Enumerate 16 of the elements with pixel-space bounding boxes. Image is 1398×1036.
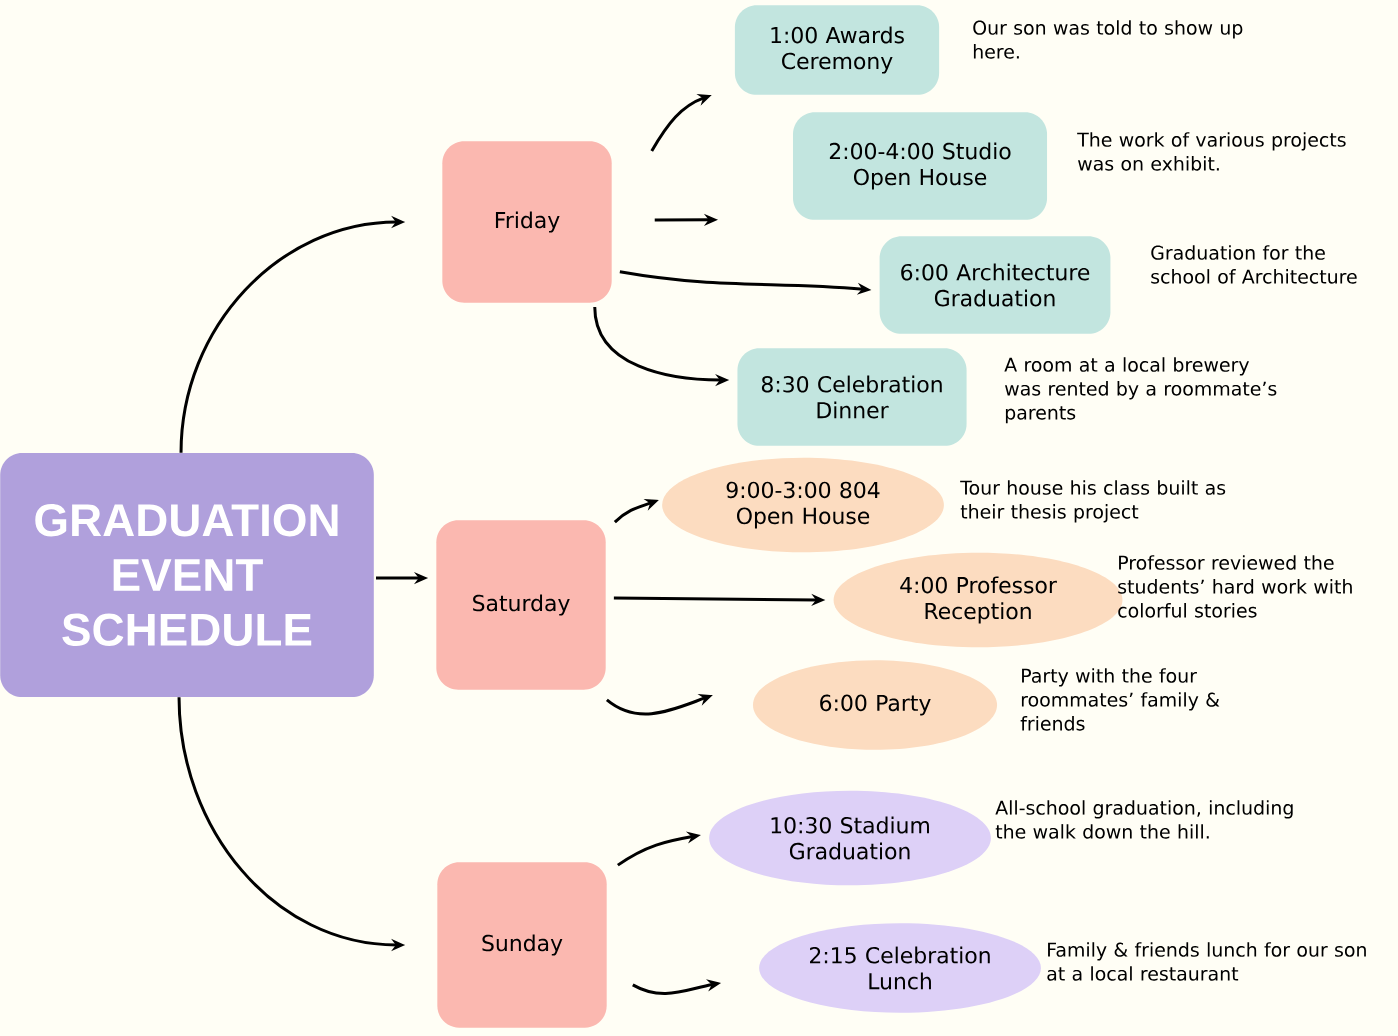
note-text: The work of various projects was on exhibit. — [1077, 132, 1346, 171]
note-text: Tour house his class built as their thesis project — [960, 480, 1226, 523]
note-text: All-school graduation, including the walk down the hill. — [995, 800, 1293, 839]
event-box: 1:00 Awards Ceremony — [734, 5, 940, 95]
day-box: Friday — [442, 141, 612, 303]
note-text: Family & friends lunch for our son at a local restaurant — [1047, 942, 1366, 981]
note-text: Party with the four roommates’ family & friends — [1020, 668, 1220, 731]
event-box: 8:30 Celebration Dinner — [737, 348, 967, 446]
title-box: GRADUATION EVENT SCHEDULE — [0, 452, 374, 698]
note-text: Graduation for the school of Architecture — [1151, 245, 1357, 284]
note-text: Our son was told to show up here. — [973, 20, 1243, 59]
event-box: 2:00-4:00 Studio Open House — [793, 112, 1048, 220]
note-text: A room at a local brewery was rented by a roommate’s parents — [1004, 357, 1277, 424]
event-box: 6:00 Architecture Graduation — [879, 236, 1111, 334]
day-box: Saturday — [436, 520, 606, 690]
day-box: Sunday — [437, 862, 607, 1028]
